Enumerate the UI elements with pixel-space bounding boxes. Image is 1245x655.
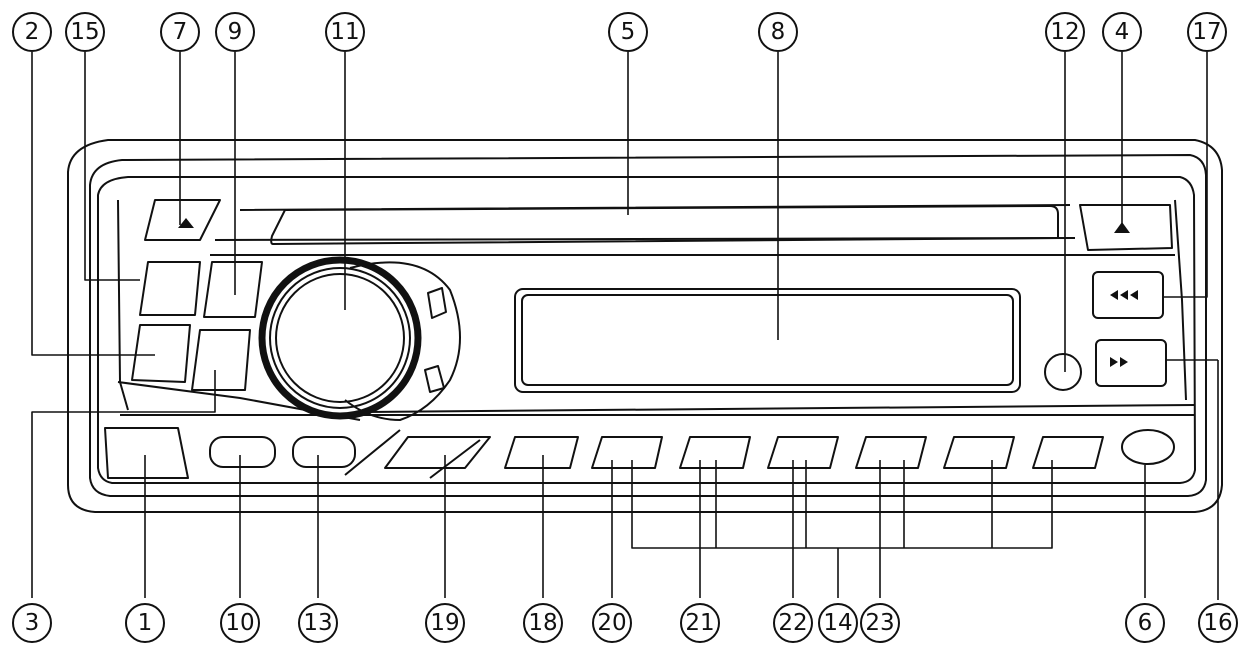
preset-button-18[interactable] xyxy=(504,436,579,469)
left-bezel-diag xyxy=(117,381,361,421)
callout-circle xyxy=(1045,12,1085,52)
callout-7: 7 xyxy=(173,19,188,45)
volume-knob[interactable] xyxy=(275,273,405,403)
callout-21: 21 xyxy=(685,610,714,636)
callout-8: 8 xyxy=(771,19,786,45)
callout-circle xyxy=(773,603,813,643)
callout-circle xyxy=(1187,12,1227,52)
callout-22: 22 xyxy=(778,610,807,636)
callout-circle xyxy=(425,603,465,643)
next-track-icon xyxy=(1110,290,1138,300)
callout-circle xyxy=(608,12,648,52)
callout-14: 14 xyxy=(823,610,852,636)
callout-1: 1 xyxy=(138,610,153,636)
preset-button-21[interactable] xyxy=(679,436,751,469)
lcd-display xyxy=(521,294,1014,386)
callout-4: 4 xyxy=(1115,19,1130,45)
button-15[interactable] xyxy=(139,261,201,316)
callout-circle xyxy=(215,12,255,52)
preset-button-22[interactable] xyxy=(767,436,839,469)
preset-button-20[interactable] xyxy=(591,436,663,469)
callout-18: 18 xyxy=(528,610,557,636)
eject-button-left[interactable] xyxy=(144,199,221,241)
preset-button-23[interactable] xyxy=(855,436,927,469)
callout-15: 15 xyxy=(70,19,99,45)
callout-10: 10 xyxy=(225,610,254,636)
volume-knob-outer[interactable] xyxy=(258,256,422,420)
left-bezel xyxy=(117,199,129,411)
callout-19: 19 xyxy=(430,610,459,636)
callout-circle xyxy=(125,603,165,643)
callout-circle xyxy=(860,603,900,643)
callout-5: 5 xyxy=(621,19,636,45)
callout-6: 6 xyxy=(1138,610,1153,636)
callout-13: 13 xyxy=(303,610,332,636)
callout-17: 17 xyxy=(1192,19,1221,45)
outer-frame xyxy=(67,139,1223,513)
button-6[interactable] xyxy=(1121,429,1175,465)
callout-circle xyxy=(1198,603,1238,643)
callout-12: 12 xyxy=(1050,19,1079,45)
inner-frame xyxy=(89,154,1207,497)
button-3[interactable] xyxy=(191,329,251,391)
callout-circle xyxy=(12,12,52,52)
lcd-display-outer xyxy=(514,288,1021,393)
callout-circle xyxy=(325,12,365,52)
callout-circle xyxy=(220,603,260,643)
callout-circle xyxy=(298,603,338,643)
right-bezel xyxy=(1174,199,1187,401)
button-13[interactable] xyxy=(292,436,356,468)
panel-border xyxy=(97,176,1196,484)
callout-circle xyxy=(1102,12,1142,52)
button-9[interactable] xyxy=(203,261,263,318)
callout-circle xyxy=(65,12,105,52)
panel-mid-line xyxy=(359,404,1196,413)
button-2[interactable] xyxy=(131,324,191,383)
callout-11: 11 xyxy=(330,19,359,45)
next-track-button[interactable] xyxy=(1092,271,1164,319)
preset-button-25[interactable] xyxy=(1032,436,1104,469)
callout-circle xyxy=(758,12,798,52)
ir-sensor xyxy=(1044,353,1082,391)
callout-circle xyxy=(12,603,52,643)
previous-track-button[interactable] xyxy=(1095,339,1167,387)
eject-button-right[interactable] xyxy=(1079,204,1173,251)
volume-knob-ring xyxy=(269,267,411,409)
callout-3: 3 xyxy=(25,610,40,636)
callout-9: 9 xyxy=(228,19,243,45)
button-1[interactable] xyxy=(104,427,189,479)
eject-icon xyxy=(178,218,194,228)
cd-slot-inner xyxy=(214,204,1076,241)
preset-button-24[interactable] xyxy=(943,436,1015,469)
callout-2: 2 xyxy=(25,19,40,45)
button-19-edge xyxy=(344,429,481,479)
eject-icon xyxy=(1114,222,1130,233)
callout-16: 16 xyxy=(1203,610,1232,636)
button-10[interactable] xyxy=(209,436,276,468)
callout-circle xyxy=(818,603,858,643)
knob-small-button-bottom[interactable] xyxy=(424,365,445,393)
callout-circle xyxy=(680,603,720,643)
button-19[interactable] xyxy=(384,436,491,469)
callout-circle xyxy=(592,603,632,643)
knob-small-button-top[interactable] xyxy=(427,287,447,319)
leader-lines xyxy=(31,52,1219,600)
previous-track-icon xyxy=(1110,357,1128,367)
callout-circle xyxy=(523,603,563,643)
callout-circle xyxy=(1125,603,1165,643)
callout-23: 23 xyxy=(865,610,894,636)
callout-circle xyxy=(160,12,200,52)
knob-surround[interactable] xyxy=(344,261,461,421)
callout-20: 20 xyxy=(597,610,626,636)
